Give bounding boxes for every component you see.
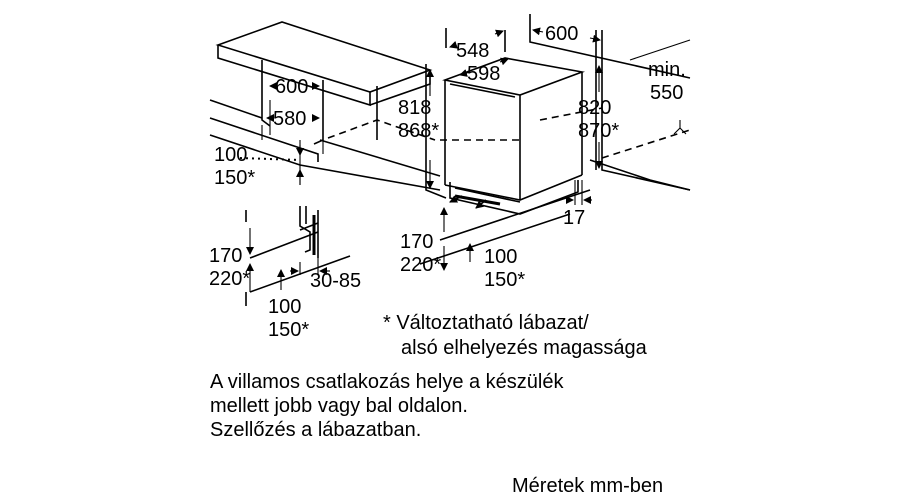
units-note: Méretek mm-ben: [512, 475, 664, 497]
detail-plinth-dimension: 100 150*: [268, 269, 309, 341]
left-width-dimension: 600: [269, 76, 320, 98]
detail-plinth-label-2: 150*: [268, 319, 309, 341]
plinth-detail-drawing: [245, 206, 351, 306]
left-plinth-label-1: 100: [214, 144, 247, 166]
front-plinth-dimension: 100 150*: [466, 243, 525, 291]
left-plinth-dimension: 100 150*: [214, 144, 304, 189]
front-height-label-1: 170: [400, 231, 433, 253]
niche-height-label-1: 820: [578, 97, 611, 119]
detail-height-label-2: 220*: [209, 268, 250, 290]
detail-range-dimension: 30-85: [290, 267, 361, 292]
left-inner-label: 580: [273, 108, 306, 130]
detail-range-label: 30-85: [310, 270, 361, 292]
appliance-height-label-2: 868*: [398, 120, 439, 142]
appliance-depth-label: 548: [456, 40, 489, 62]
appliance-depth-dimension: 548: [449, 29, 504, 62]
footnote-line-1: * Változtatható lábazat/: [383, 312, 589, 334]
appliance-height-label-1: 818: [398, 97, 431, 119]
niche-width-dimension: 600: [532, 23, 601, 45]
electrical-note-line-2: mellett jobb vagy bal oldalon.: [210, 395, 468, 417]
niche-depth-label-2: 550: [650, 82, 683, 104]
niche-height-dimension: 820 870*: [578, 65, 619, 169]
detail-plinth-label-1: 100: [268, 296, 301, 318]
detail-height-dimension: 170 220*: [209, 228, 254, 292]
left-plinth-label-2: 150*: [214, 167, 255, 189]
electrical-note-line-1: A villamos csatlakozás helye a készülék: [210, 371, 564, 393]
side-gap-dimension: 17: [563, 196, 592, 229]
front-height-dimension: 170 220*: [400, 207, 448, 276]
appliance-perspective-drawing: [419, 14, 691, 265]
detail-height-label-1: 170: [209, 245, 242, 267]
niche-depth-label-1: min.: [648, 59, 686, 81]
side-gap-label: 17: [563, 207, 585, 229]
niche-depth-dimension: min. 550: [648, 59, 686, 104]
front-height-label-2: 220*: [400, 254, 441, 276]
appliance-height-dimension: 818 868*: [398, 69, 439, 189]
niche-height-label-2: 870*: [578, 120, 619, 142]
footnote-line-2: alsó elhelyezés magassága: [401, 337, 647, 359]
left-inner-dimension: 580: [266, 108, 320, 130]
appliance-width-label: 598: [467, 63, 500, 85]
electrical-note-line-3: Szellőzés a lábazatban.: [210, 419, 422, 441]
appliance-width-dimension: 598: [459, 57, 509, 85]
front-plinth-label-2: 150*: [484, 269, 525, 291]
left-width-label: 600: [275, 76, 308, 98]
front-plinth-label-1: 100: [484, 246, 517, 268]
niche-width-label: 600: [545, 23, 578, 45]
